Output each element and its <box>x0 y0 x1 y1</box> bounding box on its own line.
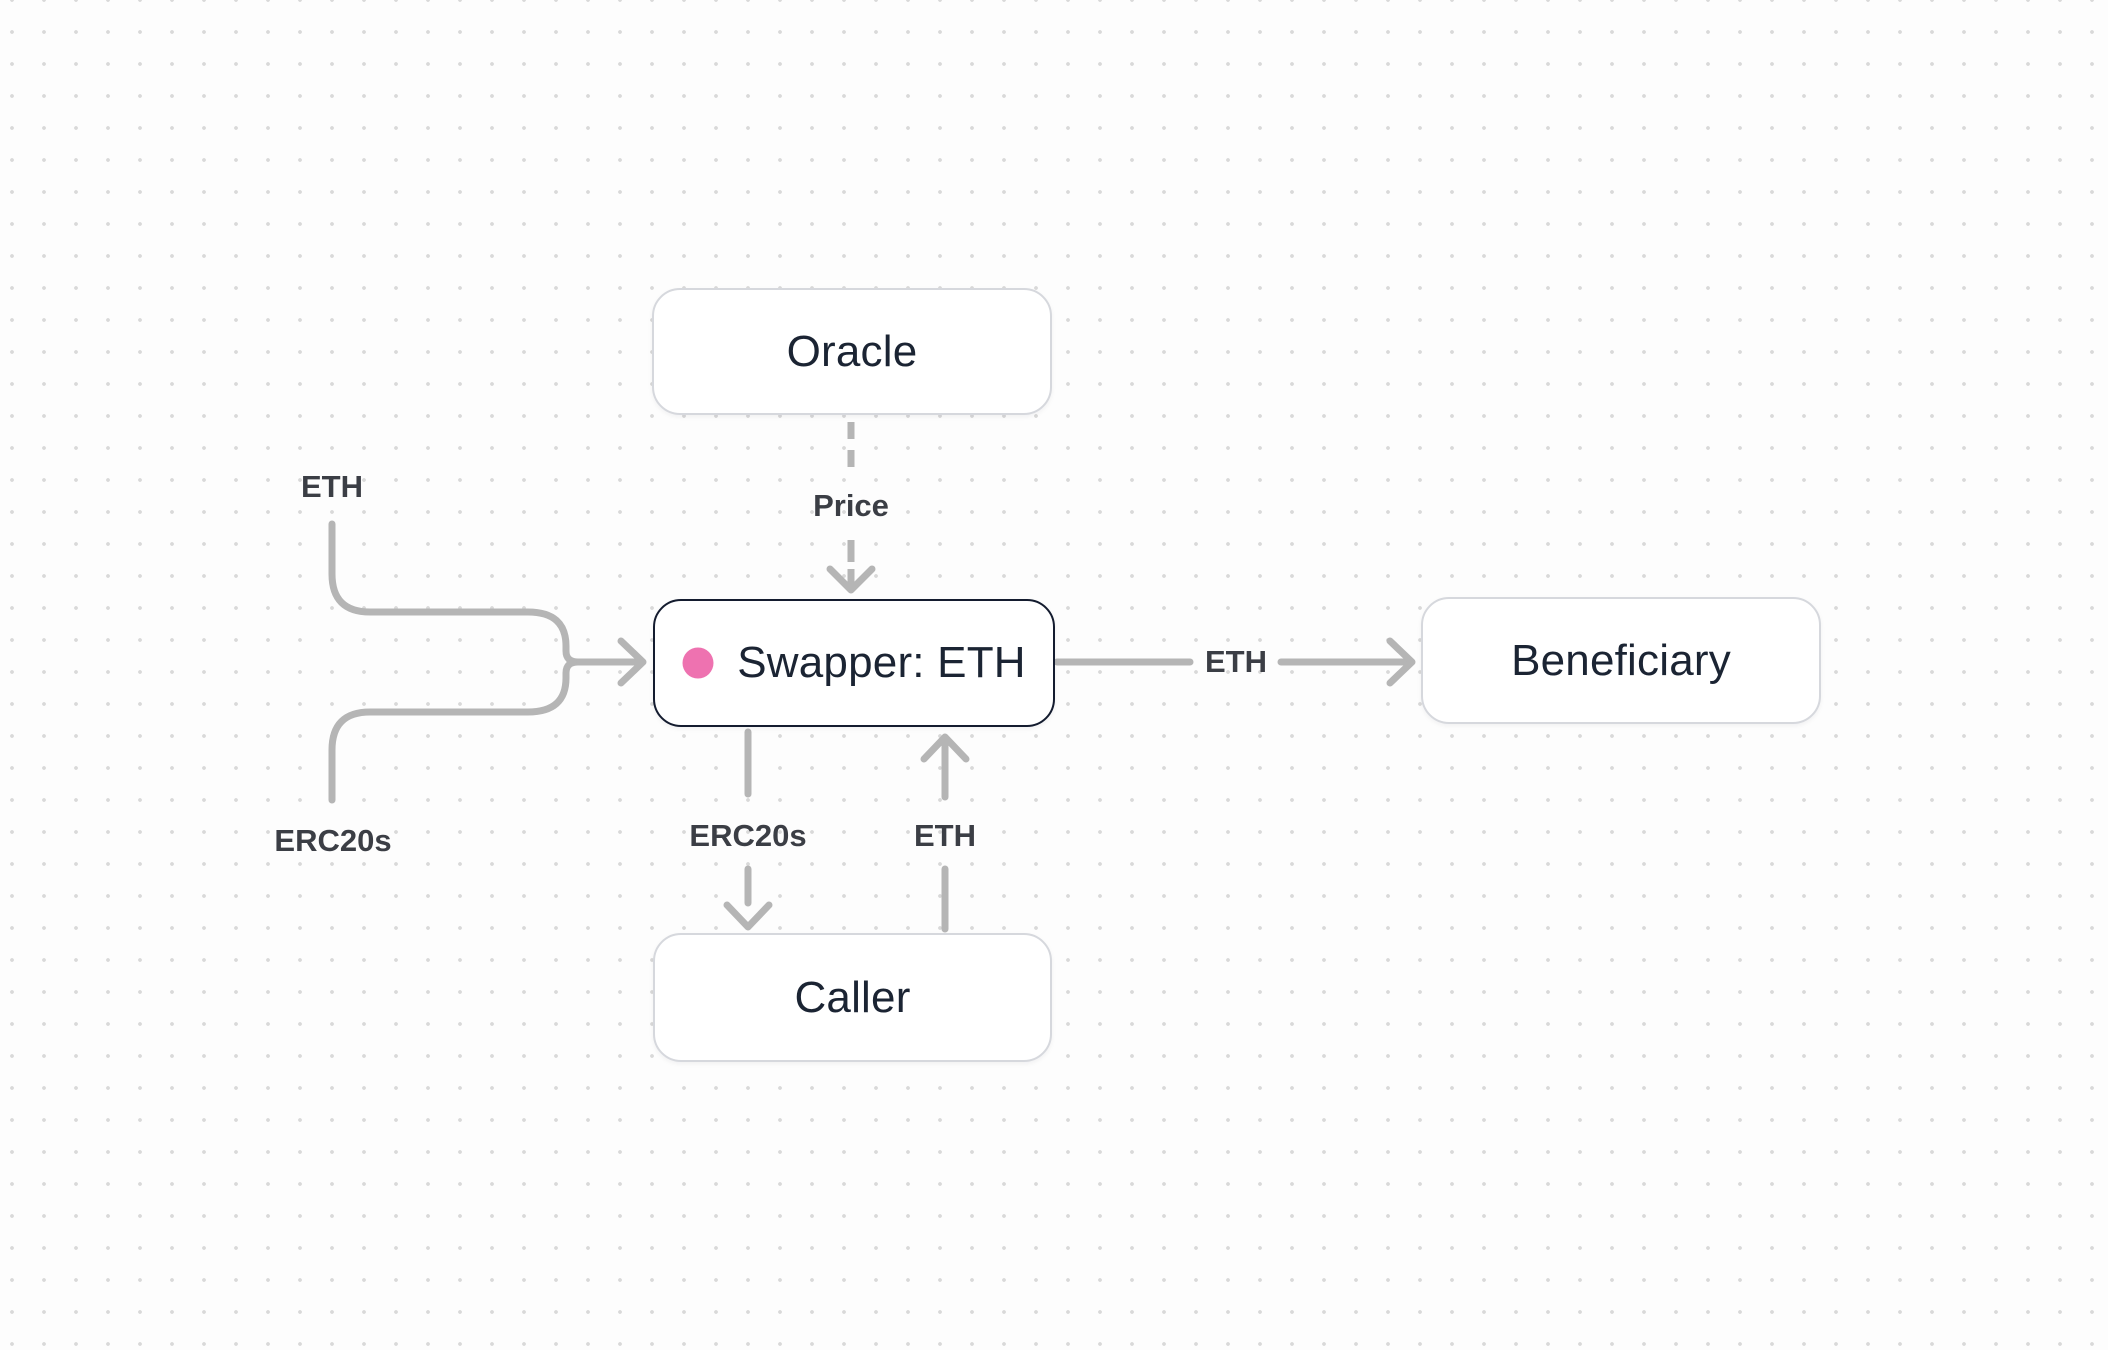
arrowhead-up-icon <box>920 733 970 763</box>
swapper-status-dot-icon <box>682 647 714 679</box>
node-caller-label: Caller <box>794 972 911 1022</box>
edge-label-eth-out: ETH <box>1205 644 1267 679</box>
edge-erc20s-in[interactable] <box>328 658 590 804</box>
edge-merge-arrow[interactable] <box>576 637 647 687</box>
node-oracle-label: Oracle <box>786 326 918 376</box>
node-beneficiary-label: Beneficiary <box>1511 635 1731 685</box>
edge-label-price: Price <box>813 488 889 523</box>
edge-erc20s-in-path <box>328 658 590 804</box>
edge-eth-in-path <box>328 520 590 666</box>
node-swapper[interactable]: Swapper: ETH <box>653 599 1055 727</box>
edge-label-erc20s-down: ERC20s <box>689 818 807 853</box>
arrowhead-down-icon <box>723 901 773 931</box>
arrowhead-right-icon <box>1386 637 1416 687</box>
edge-eth-in[interactable] <box>328 520 590 666</box>
node-swapper-label: Swapper: ETH <box>737 638 1026 687</box>
node-caller[interactable]: Caller <box>653 933 1052 1062</box>
node-beneficiary[interactable]: Beneficiary <box>1421 597 1821 724</box>
edge-label-eth-in: ETH <box>301 469 363 504</box>
edge-label-erc20s-in: ERC20s <box>274 823 392 858</box>
node-oracle[interactable]: Oracle <box>652 288 1052 415</box>
arrowhead-down-icon <box>826 565 876 594</box>
edge-label-eth-up: ETH <box>914 818 976 853</box>
arrowhead-right-icon <box>617 637 647 687</box>
